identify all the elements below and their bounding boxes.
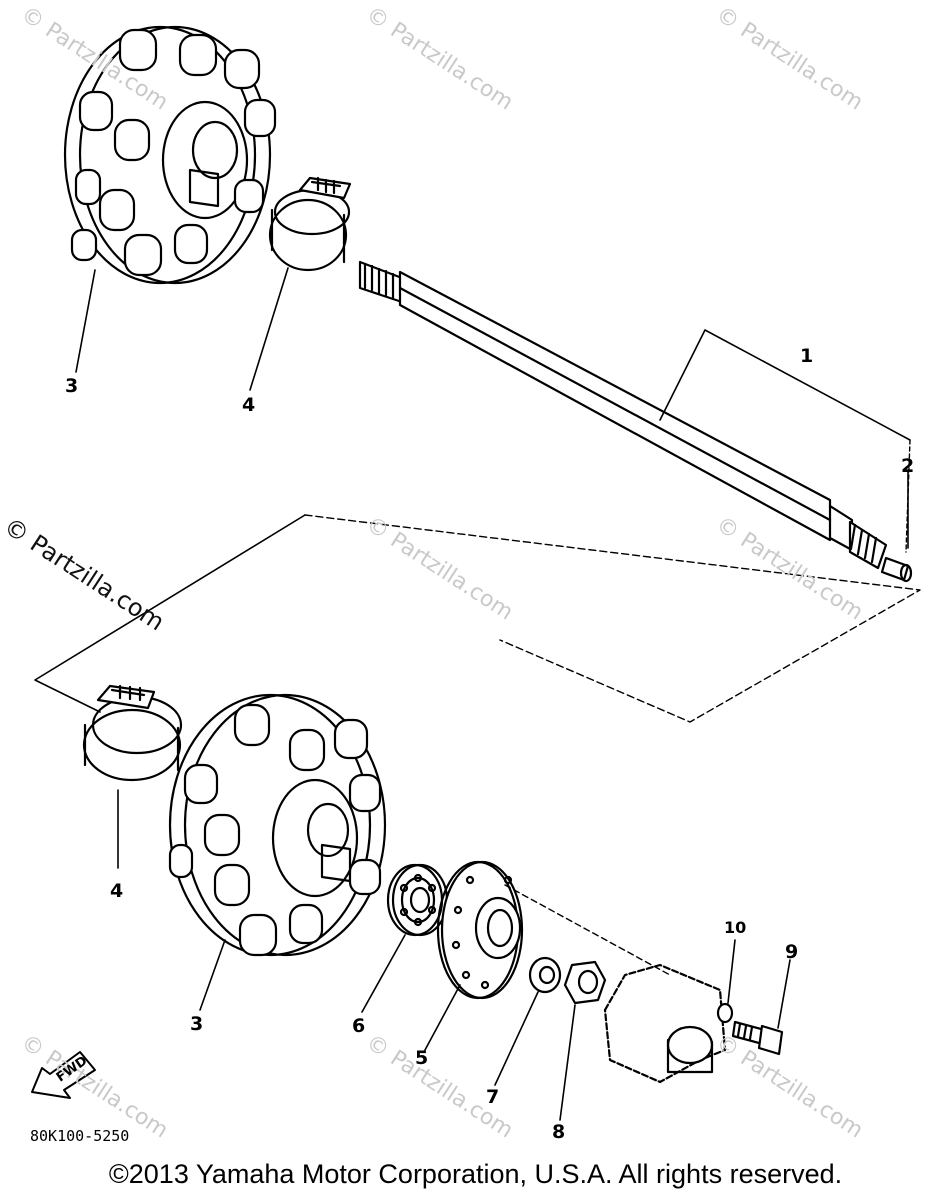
fwd-arrow bbox=[31, 1051, 96, 1099]
sprocket-top bbox=[63, 25, 277, 285]
callout-5: 5 bbox=[415, 1047, 429, 1069]
callout-7: 7 bbox=[486, 1086, 500, 1108]
callout-6: 6 bbox=[352, 1015, 366, 1037]
bearing bbox=[386, 863, 449, 937]
bearing-flange bbox=[436, 860, 524, 1000]
callout-2: 2 bbox=[901, 455, 915, 477]
drive-shaft bbox=[358, 260, 888, 570]
washer bbox=[528, 956, 562, 994]
nut bbox=[563, 960, 607, 1005]
callout-8: 8 bbox=[552, 1121, 566, 1143]
hose-clamp-bottom bbox=[82, 684, 183, 782]
callout-9: 9 bbox=[785, 941, 799, 963]
mount-plate bbox=[603, 963, 727, 1084]
callout-3-bottom: 3 bbox=[190, 1013, 204, 1035]
hose-clamp-top bbox=[268, 176, 352, 272]
diagram-code: 80K100-5250 bbox=[30, 1127, 130, 1145]
callout-4-top: 4 bbox=[242, 394, 256, 416]
copyright-notice: ©2013 Yamaha Motor Corporation, U.S.A. A… bbox=[108, 1159, 843, 1189]
bolt bbox=[731, 1020, 784, 1056]
callout-10: 10 bbox=[724, 918, 747, 937]
small-washer bbox=[716, 1002, 734, 1024]
sprocket-bottom bbox=[168, 693, 387, 957]
callout-3-top: 3 bbox=[65, 375, 79, 397]
callout-4-bottom: 4 bbox=[110, 880, 124, 902]
pin bbox=[880, 556, 913, 583]
callout-1: 1 bbox=[800, 345, 814, 367]
